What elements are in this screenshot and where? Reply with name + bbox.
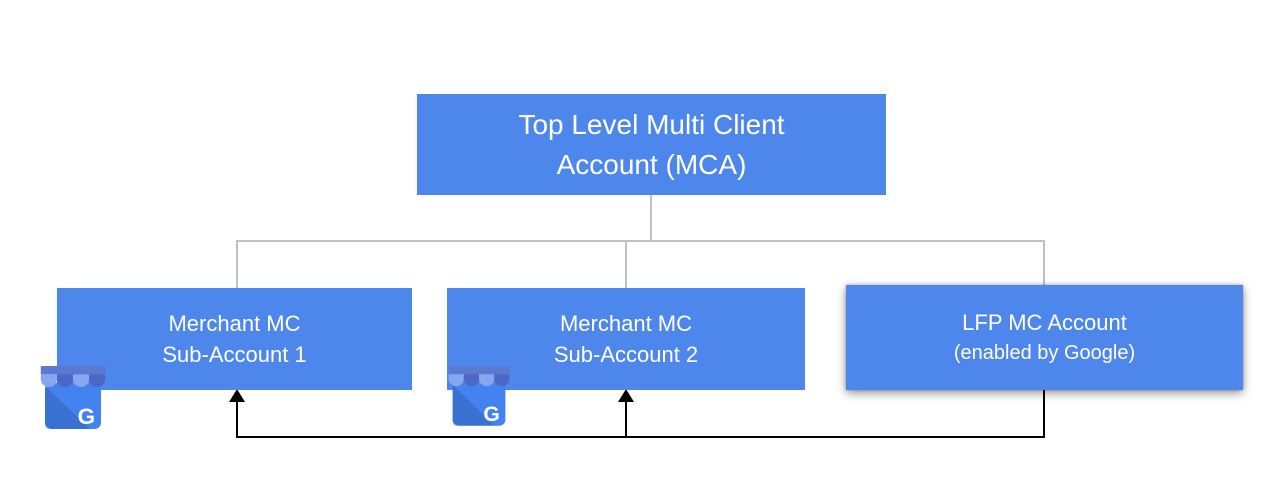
arrowhead-into-merchant2-icon (618, 389, 634, 402)
tree-connector-horizontal (236, 240, 1045, 242)
node-label-line: (enabled by Google) (953, 341, 1136, 364)
flow-connector-horizontal (236, 436, 1045, 438)
node-label-line: Merchant MC (559, 311, 693, 336)
arrowhead-into-merchant1-icon (229, 389, 245, 402)
top-level-mca-node: Top Level Multi Client Account (MCA) (417, 94, 886, 195)
merchant-sub-account-1-node: Merchant MC Sub-Account 1 (57, 288, 412, 390)
google-g-letter: G (483, 403, 499, 426)
node-label-line: Merchant MC (168, 311, 301, 336)
flow-connector-up-merchant2 (625, 401, 627, 437)
tree-connector-top-drop (650, 195, 652, 241)
storefront-icon: G (448, 366, 510, 426)
flow-connector-from-lfp (1043, 390, 1045, 437)
flow-connector-up-merchant1 (236, 401, 238, 437)
node-label-line: Account (MCA) (556, 148, 747, 180)
tree-connector-drop-lfp (1043, 241, 1045, 286)
google-g-letter: G (78, 404, 95, 429)
node-label-line: Sub-Account 2 (553, 342, 699, 367)
node-label-line: Sub-Account 1 (162, 342, 307, 367)
lfp-mc-account-node: LFP MC Account (enabled by Google) (846, 285, 1243, 390)
node-label-line: LFP MC Account (962, 309, 1127, 335)
tree-connector-drop-merchant1 (236, 241, 238, 288)
node-label-line: Top Level Multi Client (518, 108, 785, 140)
google-business-profile-icon: G (38, 366, 108, 429)
google-business-profile-icon: G (446, 366, 512, 426)
storefront-icon: G (40, 366, 106, 429)
tree-connector-drop-merchant2 (625, 241, 627, 288)
